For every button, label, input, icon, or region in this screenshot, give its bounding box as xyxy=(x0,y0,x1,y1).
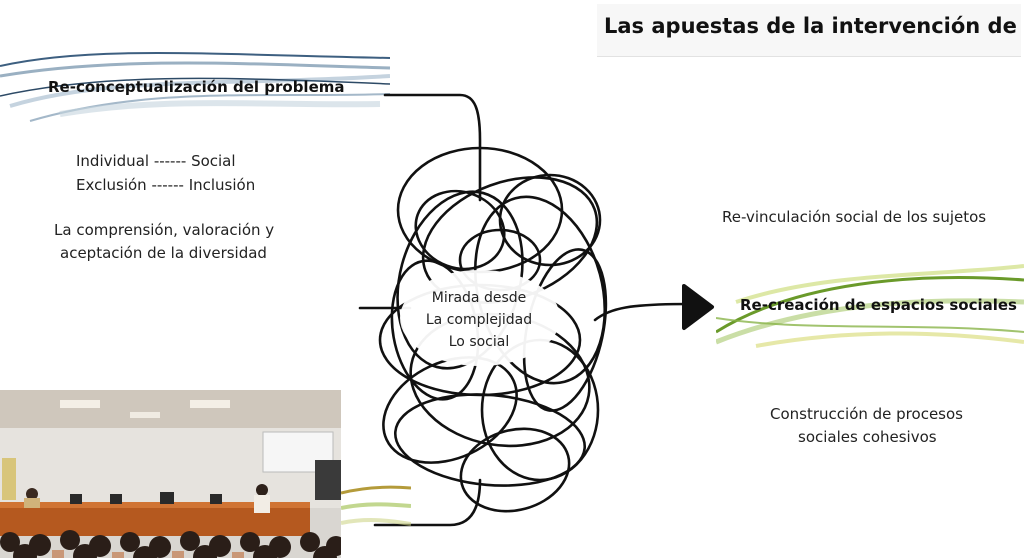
center-line-1: Mirada desde xyxy=(431,290,527,306)
left-line-1: Individual ------ Social xyxy=(76,152,236,170)
tangle-icon xyxy=(358,93,692,527)
left-paragraph-1: La comprensión, valoración y xyxy=(54,221,275,239)
center-line-2: La complejidad xyxy=(425,312,533,328)
left-swoosh-decoration xyxy=(0,52,390,122)
right-header: Re-creación de espacios sociales xyxy=(740,296,1017,314)
right-top-text: Re-vinculación social de los sujetos xyxy=(722,208,987,226)
bottom-swoosh-decoration xyxy=(341,485,411,526)
right-bottom-1: Construcción de procesos xyxy=(770,405,963,423)
webcam-feed xyxy=(0,390,341,558)
arrow-head-icon xyxy=(682,284,714,330)
slide-title: Las apuestas de la intervención de TS xyxy=(604,14,1024,38)
center-line-3: Lo social xyxy=(448,334,510,350)
right-swoosh-decoration xyxy=(716,264,1024,348)
left-header: Re-conceptualización del problema xyxy=(48,78,345,96)
left-line-2: Exclusión ------ Inclusión xyxy=(76,176,256,194)
title-banner xyxy=(597,4,1021,57)
left-paragraph-2: aceptación de la diversidad xyxy=(60,244,267,262)
right-bottom-2: sociales cohesivos xyxy=(798,428,937,446)
